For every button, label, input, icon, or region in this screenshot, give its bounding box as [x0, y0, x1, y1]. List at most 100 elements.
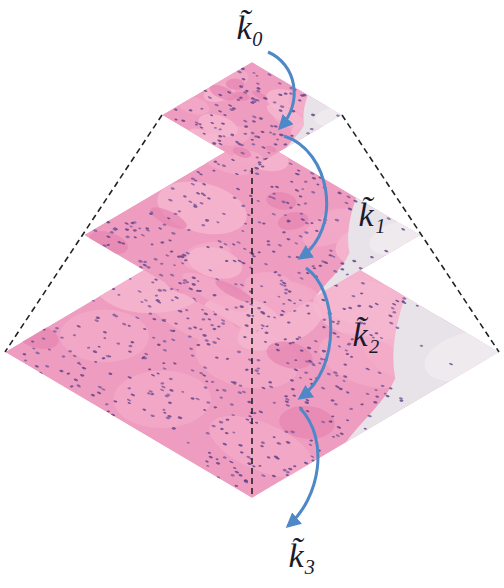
- cell-nucleus: [170, 299, 174, 302]
- cell-nucleus: [317, 219, 322, 222]
- cell-nucleus: [267, 381, 273, 384]
- cell-nucleus: [279, 279, 284, 282]
- cell-nucleus: [127, 277, 132, 280]
- cell-nucleus: [232, 382, 237, 385]
- cell-nucleus: [230, 474, 236, 477]
- background-region: [408, 321, 499, 391]
- cell-nucleus: [214, 356, 219, 359]
- cell-nucleus: [138, 266, 144, 269]
- cell-nucleus: [154, 278, 159, 281]
- cell-nucleus: [263, 341, 267, 344]
- cell-nucleus: [293, 368, 299, 371]
- cell-nucleus: [346, 195, 352, 198]
- cell-nucleus: [101, 244, 107, 248]
- cell-nucleus: [319, 357, 325, 360]
- cell-nucleus: [234, 484, 239, 487]
- cell-nucleus: [299, 212, 304, 215]
- cell-nucleus: [391, 303, 396, 306]
- cell-nucleus: [69, 385, 74, 388]
- cell-nucleus: [295, 338, 300, 341]
- cell-nucleus: [144, 352, 149, 355]
- cell-nucleus: [66, 372, 71, 375]
- tissue-layer: [142, 50, 365, 181]
- cell-nucleus: [114, 315, 119, 318]
- cell-nucleus: [292, 465, 297, 468]
- cell-nucleus: [351, 259, 357, 262]
- cell-nucleus: [97, 345, 101, 347]
- cell-nucleus: [102, 331, 107, 334]
- cell-nucleus: [332, 332, 338, 335]
- cell-nucleus: [322, 318, 327, 321]
- cell-nucleus: [86, 346, 91, 349]
- cell-nucleus: [239, 451, 244, 454]
- cell-nucleus: [320, 420, 325, 423]
- cell-nucleus: [259, 285, 263, 288]
- cell-nucleus: [181, 391, 185, 393]
- cell-nucleus: [285, 362, 290, 365]
- cell-nucleus: [150, 374, 155, 377]
- cell-nucleus: [212, 327, 217, 330]
- cell-nucleus: [202, 374, 207, 377]
- cell-nucleus: [132, 229, 137, 232]
- cell-nucleus: [239, 305, 245, 309]
- cell-nucleus: [105, 220, 111, 223]
- cell-nucleus: [342, 380, 346, 383]
- cell-nucleus: [384, 249, 390, 252]
- cell-nucleus: [217, 240, 223, 243]
- cell-nucleus: [206, 197, 211, 200]
- cell-nucleus: [92, 229, 98, 233]
- cell-nucleus: [73, 378, 79, 382]
- cell-nucleus: [260, 441, 266, 444]
- cell-nucleus: [255, 82, 260, 85]
- cell-nucleus: [231, 414, 236, 417]
- cell-nucleus: [106, 243, 111, 246]
- cell-nucleus: [272, 316, 277, 319]
- math-label: k̃₀: [237, 8, 264, 47]
- cell-nucleus: [140, 301, 145, 304]
- cell-nucleus: [335, 434, 341, 437]
- cell-nucleus: [243, 132, 248, 135]
- cell-nucleus: [263, 263, 268, 266]
- cell-nucleus: [213, 160, 218, 163]
- cell-nucleus: [166, 217, 171, 220]
- cell-nucleus: [392, 311, 398, 314]
- cell-nucleus: [220, 319, 226, 322]
- tissue-patch: [205, 82, 241, 103]
- cell-nucleus: [229, 460, 235, 463]
- cell-nucleus: [147, 305, 153, 308]
- dashed-edge: [251, 168, 253, 498]
- cell-nucleus: [257, 161, 263, 164]
- cell-nucleus: [303, 202, 308, 205]
- cell-nucleus: [112, 227, 117, 230]
- cell-nucleus: [288, 206, 293, 209]
- cell-nucleus: [232, 196, 237, 199]
- cell-nucleus: [347, 342, 352, 345]
- cell-nucleus: [328, 254, 333, 257]
- cell-nucleus: [347, 306, 352, 309]
- cell-nucleus: [243, 479, 249, 482]
- cell-nucleus: [287, 467, 293, 471]
- cell-nucleus: [127, 402, 132, 405]
- cell-nucleus: [260, 130, 265, 133]
- cell-nucleus: [266, 243, 272, 246]
- cell-nucleus: [317, 362, 321, 365]
- cell-nucleus: [239, 283, 244, 286]
- cell-nucleus: [260, 324, 266, 327]
- tissue-patch: [84, 227, 136, 259]
- cell-nucleus: [386, 217, 392, 220]
- cell-nucleus: [257, 221, 262, 224]
- cell-nucleus: [162, 319, 167, 322]
- cell-nucleus: [162, 340, 168, 343]
- cell-nucleus: [229, 108, 235, 112]
- cell-nucleus: [215, 462, 221, 466]
- cell-nucleus: [245, 418, 250, 421]
- cell-nucleus: [229, 403, 235, 406]
- cell-nucleus: [292, 394, 297, 397]
- cell-nucleus: [360, 403, 365, 406]
- cell-nucleus: [234, 470, 240, 473]
- cell-nucleus: [253, 135, 258, 138]
- cell-nucleus: [206, 465, 210, 468]
- cell-nucleus: [289, 180, 294, 183]
- cell-nucleus: [314, 229, 319, 232]
- cell-nucleus: [258, 117, 264, 120]
